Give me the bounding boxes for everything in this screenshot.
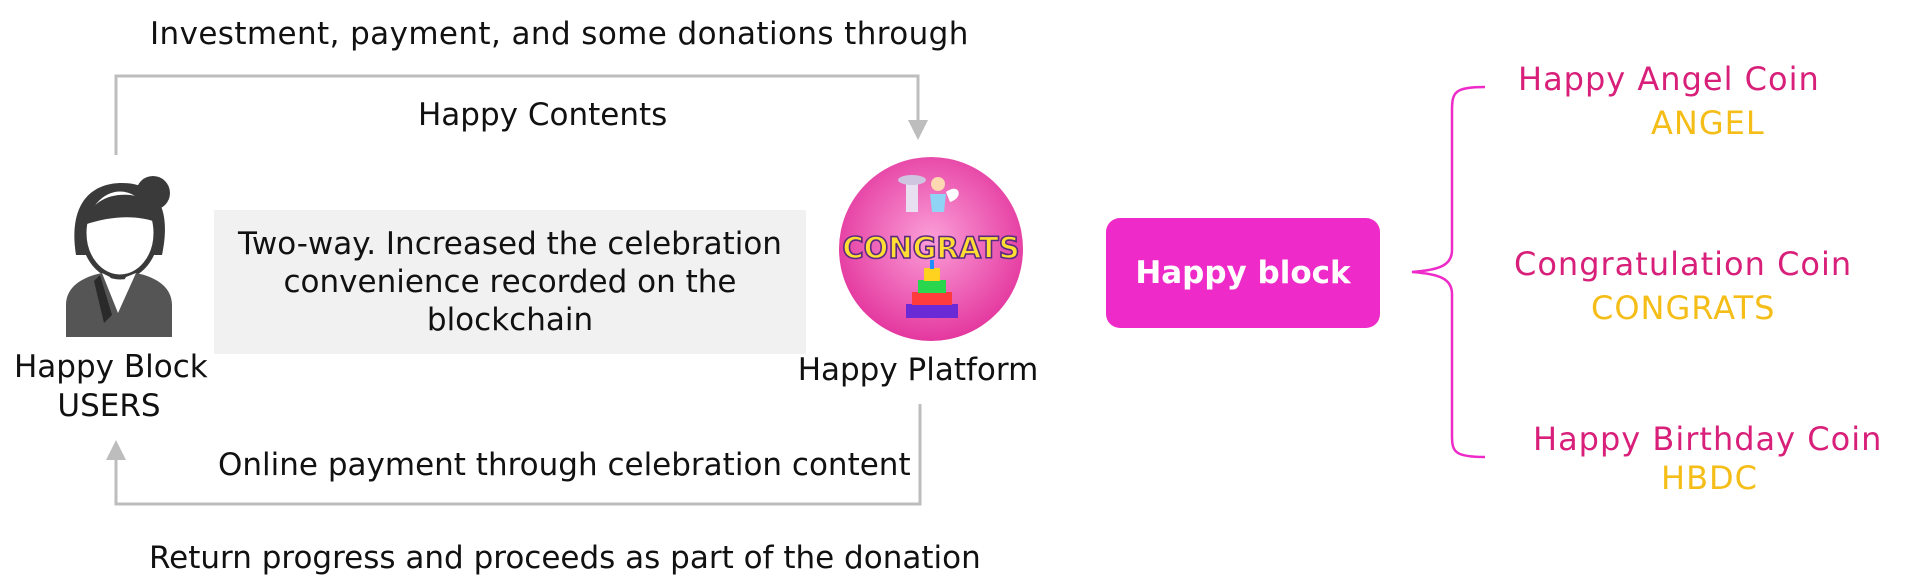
happy-block-label: Happy block — [1135, 255, 1351, 291]
coin-symbol: ANGEL — [1651, 104, 1765, 142]
coin-name: Happy Angel Coin — [1518, 60, 1820, 98]
user-label-line1: Happy Block — [14, 349, 208, 385]
online-payment-label: Online payment through celebration conte… — [218, 447, 911, 483]
platform-label: Happy Platform — [797, 352, 1039, 388]
coin-symbol: CONGRATS — [1591, 289, 1776, 327]
coin-name: Happy Birthday Coin — [1533, 420, 1883, 458]
return-proceeds-label: Return progress and proceeds as part of … — [149, 540, 981, 576]
coin-symbol: HBDC — [1661, 459, 1758, 497]
user-label-line2: USERS — [57, 388, 161, 424]
bottom-flow-arrow-line — [114, 404, 922, 506]
center-note-text: Two-way. Increased the celebration conve… — [238, 226, 782, 338]
top-flow-arrowhead — [908, 120, 928, 140]
platform-congrats-logo: CONGRATS — [839, 157, 1023, 341]
user-person-icon — [66, 176, 172, 337]
happy-block-box: Happy block — [1106, 218, 1380, 328]
user-label: Happy Block USERS — [14, 348, 208, 426]
center-note-box: Two-way. Increased the celebration conve… — [214, 210, 806, 354]
coin-name: Congratulation Coin — [1514, 245, 1853, 283]
coin-brace — [1411, 85, 1486, 459]
bottom-flow-arrowhead — [106, 440, 126, 460]
platform-logo-text: CONGRATS — [842, 231, 1019, 265]
happy-contents-label: Happy Contents — [418, 97, 668, 133]
top-flow-arrow-line — [114, 74, 920, 155]
top-flow-label: Investment, payment, and some donations … — [150, 16, 969, 52]
